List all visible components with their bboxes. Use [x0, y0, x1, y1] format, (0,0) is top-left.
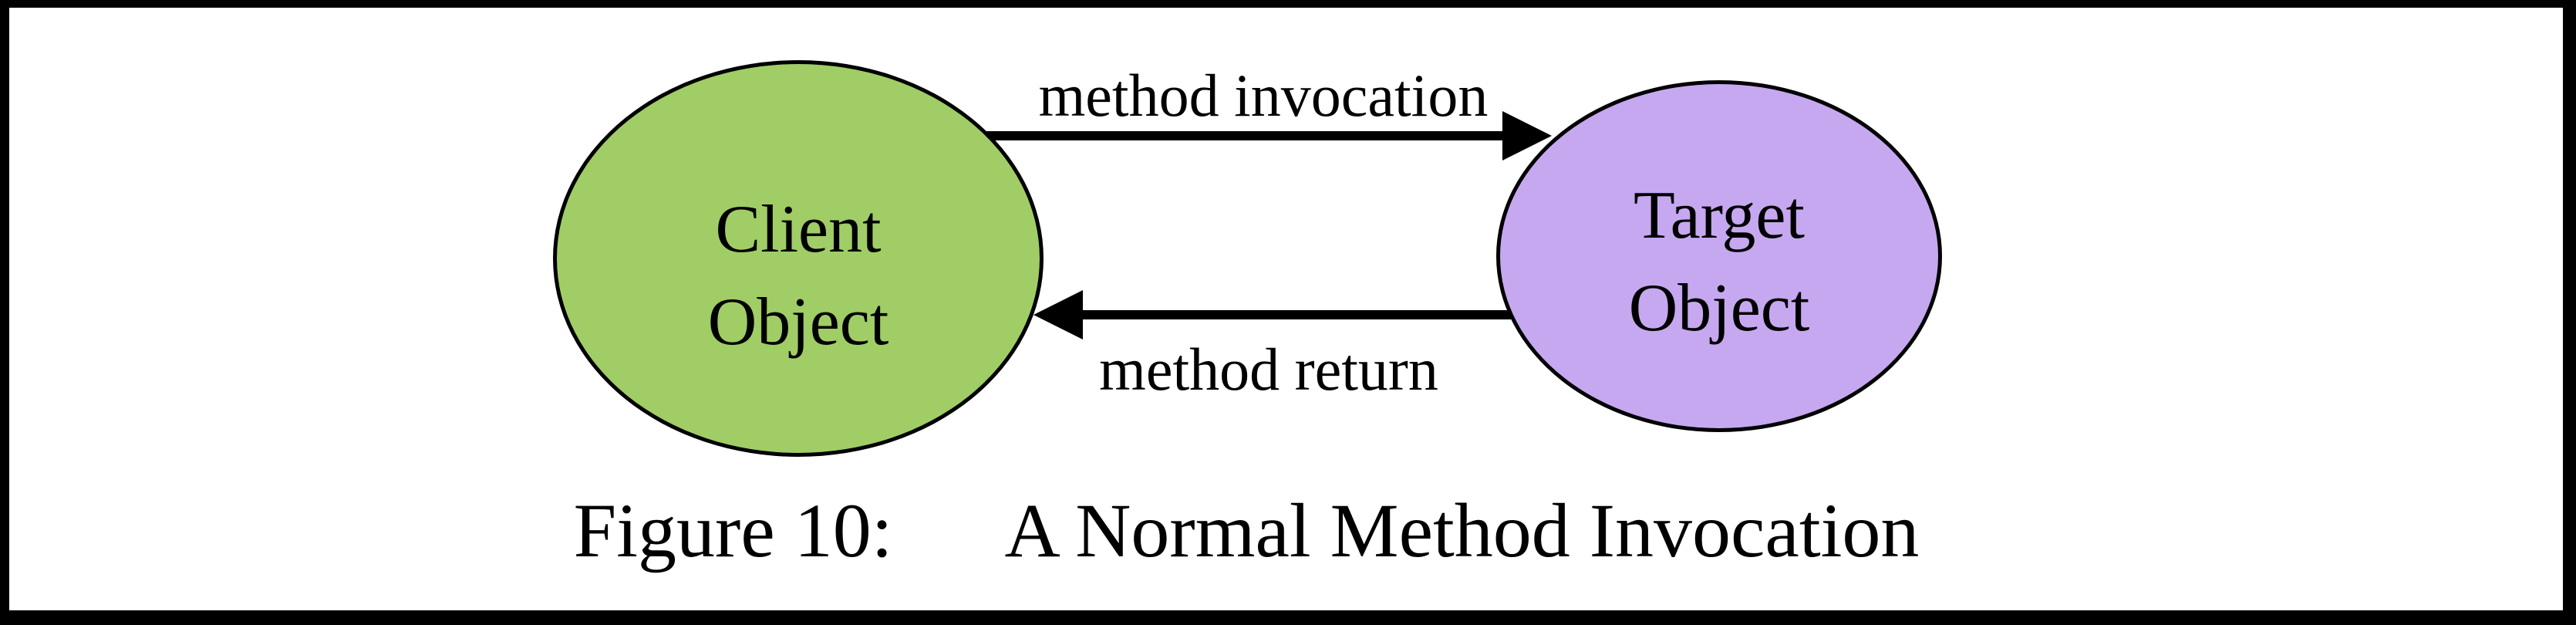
invocation-arrow-label: method invocation [1038, 62, 1489, 129]
target-node-label-line1: Target [1634, 178, 1805, 253]
invocation-arrowhead-icon [1502, 111, 1552, 160]
return-arrowhead-icon [1033, 290, 1083, 340]
figure-caption: Figure 10:A Normal Method Invocation [574, 492, 1920, 569]
target-object-node: Target Object [1496, 80, 1942, 432]
figure-caption-title: A Normal Method Invocation [1004, 488, 1920, 573]
client-node-label-line1: Client [715, 192, 882, 267]
return-arrow-label: method return [1099, 336, 1438, 403]
client-object-node: Client Object [553, 60, 1044, 457]
figure-caption-number: Figure 10: [573, 488, 893, 573]
invocation-arrow [926, 111, 1552, 160]
target-node-label-line2: Object [1628, 271, 1810, 346]
client-node-label-line2: Object [707, 285, 889, 360]
